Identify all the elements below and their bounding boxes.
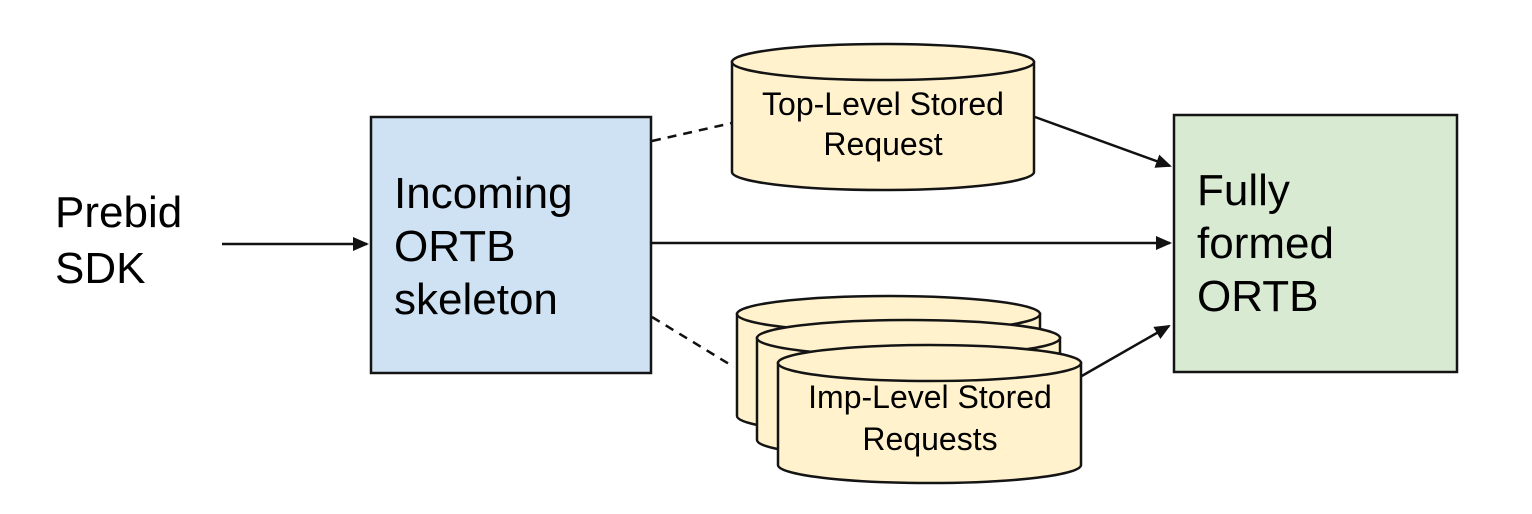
top-stored-cylinder-top [730,42,1036,82]
imp-stored-cylinder-stack [735,294,1083,485]
edge-incoming-to-topstored-dashed [651,121,733,143]
fully-formed-box [1172,113,1459,374]
incoming-ortb-label: Incoming ORTB skeleton [394,169,573,324]
edge-incoming-to-impstored-dashed [651,315,735,369]
imp-stored-cylinder-front-top [776,343,1083,383]
imp-stored-requests-label: Imp-Level Stored Requests [808,379,1052,457]
prebid-sdk-label: Prebid SDK [55,188,183,293]
top-stored-request-label: Top-Level Stored Request [762,86,1004,162]
edge-impstored-to-fully-arrow [1079,324,1171,379]
fully-formed-ortb-label: Fully formed ORTB [1197,166,1334,321]
top-stored-cylinder-body [730,60,1036,192]
imp-stored-cylinder-front-body [776,361,1083,485]
edge-topstored-to-fully-arrow [1034,115,1172,168]
incoming-ortb-box [369,115,653,375]
top-stored-cylinder [730,42,1036,192]
